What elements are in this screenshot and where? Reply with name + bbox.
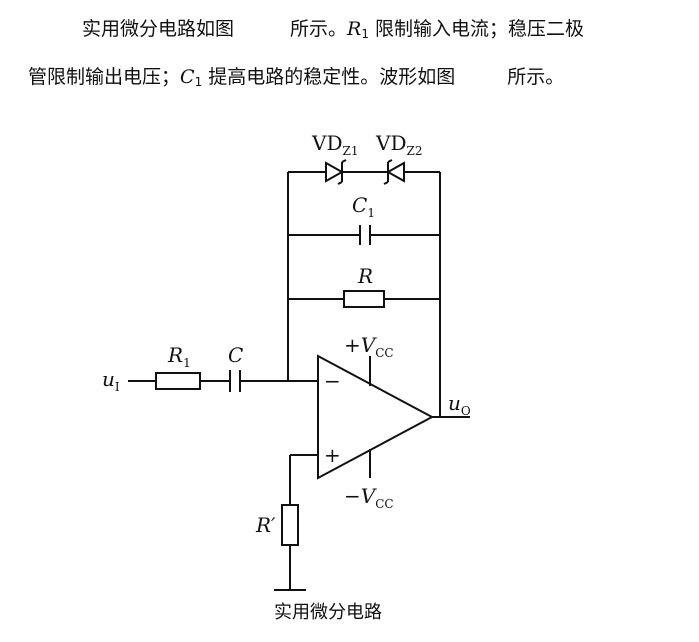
vcc-pos-label: +VCC [344,333,394,360]
figure-caption: 实用微分电路 [274,602,382,623]
text-fragment: 提高电路的稳定性。波形如图 [202,66,456,88]
text-fragment: 限制输入电流；稳压二极 [368,18,585,40]
zener-diode-vdz1-bend [337,181,343,185]
ui-label: uI [102,367,120,394]
c1-symbol: C [180,66,195,88]
r1-symbol: R [347,18,362,40]
uo-label: uO [448,391,471,418]
r-prime-label: R′ [255,513,276,537]
vcc-neg-label: −VCC [344,484,394,511]
noninverting-input-sign: + [324,443,341,467]
text-line-1: 实用微分电路如图 所示。R1 限制输入电流；稳压二极 [82,14,584,41]
zener-diode-vdz1-bend [341,159,347,163]
resistor-r1 [155,372,201,390]
text-fragment: 管限制输出电压； [28,66,181,88]
c-label: C [228,343,243,367]
r1-label: R1 [167,343,191,370]
r1-subscript: 1 [361,27,369,41]
zener-diode-vdz2 [385,161,405,183]
vdz2-label: VDZ2 [375,131,422,158]
c1-label: C1 [352,193,375,220]
zener-diode-vdz2-bend [387,159,393,163]
text-fragment: 实用微分电路如图 [82,18,235,40]
op-amp [317,354,435,480]
inverting-input-sign: − [324,369,341,393]
text-fragment: 所示。 [290,18,348,40]
zener-diode-vdz1 [325,161,345,183]
text-line-2: 管限制输出电压；C1 提高电路的稳定性。波形如图 所示。 [28,62,564,89]
resistor-r [343,290,385,308]
resistor-r-prime [281,504,299,546]
vdz1-label: VDZ1 [311,131,358,158]
text-fragment: 所示。 [507,66,565,88]
c1-subscript: 1 [194,75,203,89]
zener-diode-vdz2-bend [383,181,389,185]
r-label: R [357,264,373,288]
